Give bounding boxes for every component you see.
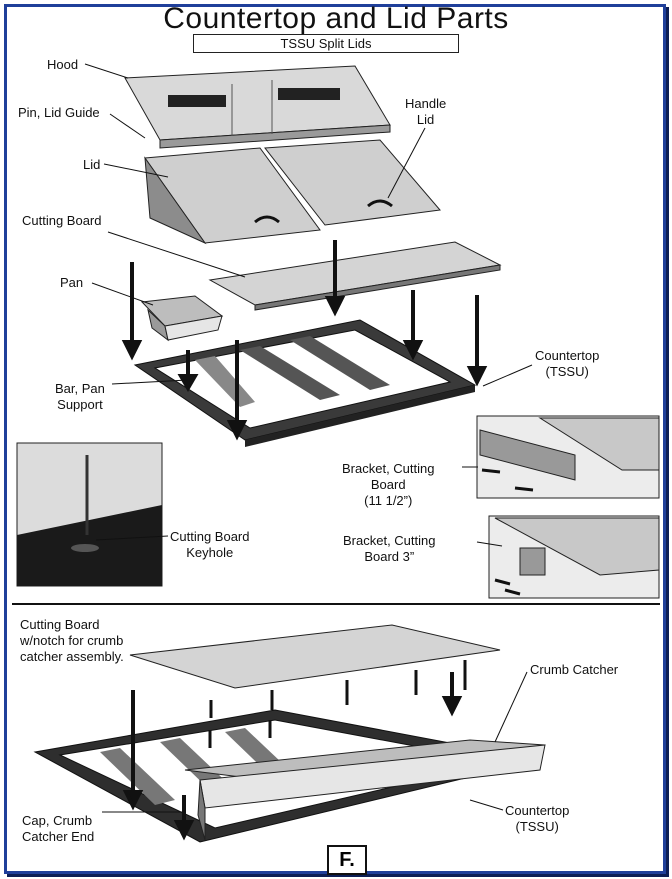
bracket-3-detail — [488, 515, 660, 599]
label-bracket-11: Bracket, Cutting Board (11 1/2”) — [342, 461, 435, 508]
keyhole-detail — [16, 442, 169, 587]
crumb-catcher-drawing — [184, 739, 546, 841]
label-bracket-3: Bracket, Cutting Board 3” — [343, 533, 436, 564]
label-crumb-catcher: Crumb Catcher — [530, 662, 619, 677]
lid-drawing — [144, 139, 441, 245]
screws-bottom — [208, 660, 467, 748]
leader-lines-bottom — [102, 671, 528, 813]
label-handle-lid: Handle Lid — [405, 96, 447, 127]
assembly-arrows-bottom — [122, 672, 463, 841]
bracket-11-detail — [476, 415, 660, 499]
cutting-board-notch-drawing — [129, 624, 501, 689]
label-cap-crumb-catcher: Cap, Crumb Catcher End — [22, 813, 95, 844]
leader-lines-top — [84, 63, 533, 387]
label-cutting-board: Cutting Board — [22, 213, 102, 228]
figure-label: F. — [327, 845, 367, 875]
section-divider — [12, 603, 660, 605]
label-pin-lid-guide: Pin, Lid Guide — [18, 105, 100, 120]
label-hood: Hood — [47, 57, 79, 72]
label-cutting-board-notch: Cutting Board w/notch for crumb catcher … — [20, 617, 124, 664]
page-title: Countertop and Lid Parts — [163, 2, 509, 35]
label-lid: Lid — [83, 157, 101, 172]
label-cutting-board-keyhole: Cutting Board Keyhole — [170, 529, 250, 560]
cutting-board-drawing — [208, 241, 502, 311]
label-bar-pan-support: Bar, Pan Support — [55, 381, 105, 412]
label-countertop-top: Countertop (TSSU) — [535, 348, 600, 379]
hood-drawing — [124, 65, 391, 149]
pan-drawing — [140, 295, 224, 342]
subtitle-box: TSSU Split Lids — [193, 34, 459, 53]
countertop-frame-drawing — [133, 319, 477, 447]
assembly-arrows-top — [121, 240, 488, 441]
label-pan: Pan — [60, 275, 84, 290]
label-countertop-bottom: Countertop (TSSU) — [505, 803, 570, 834]
